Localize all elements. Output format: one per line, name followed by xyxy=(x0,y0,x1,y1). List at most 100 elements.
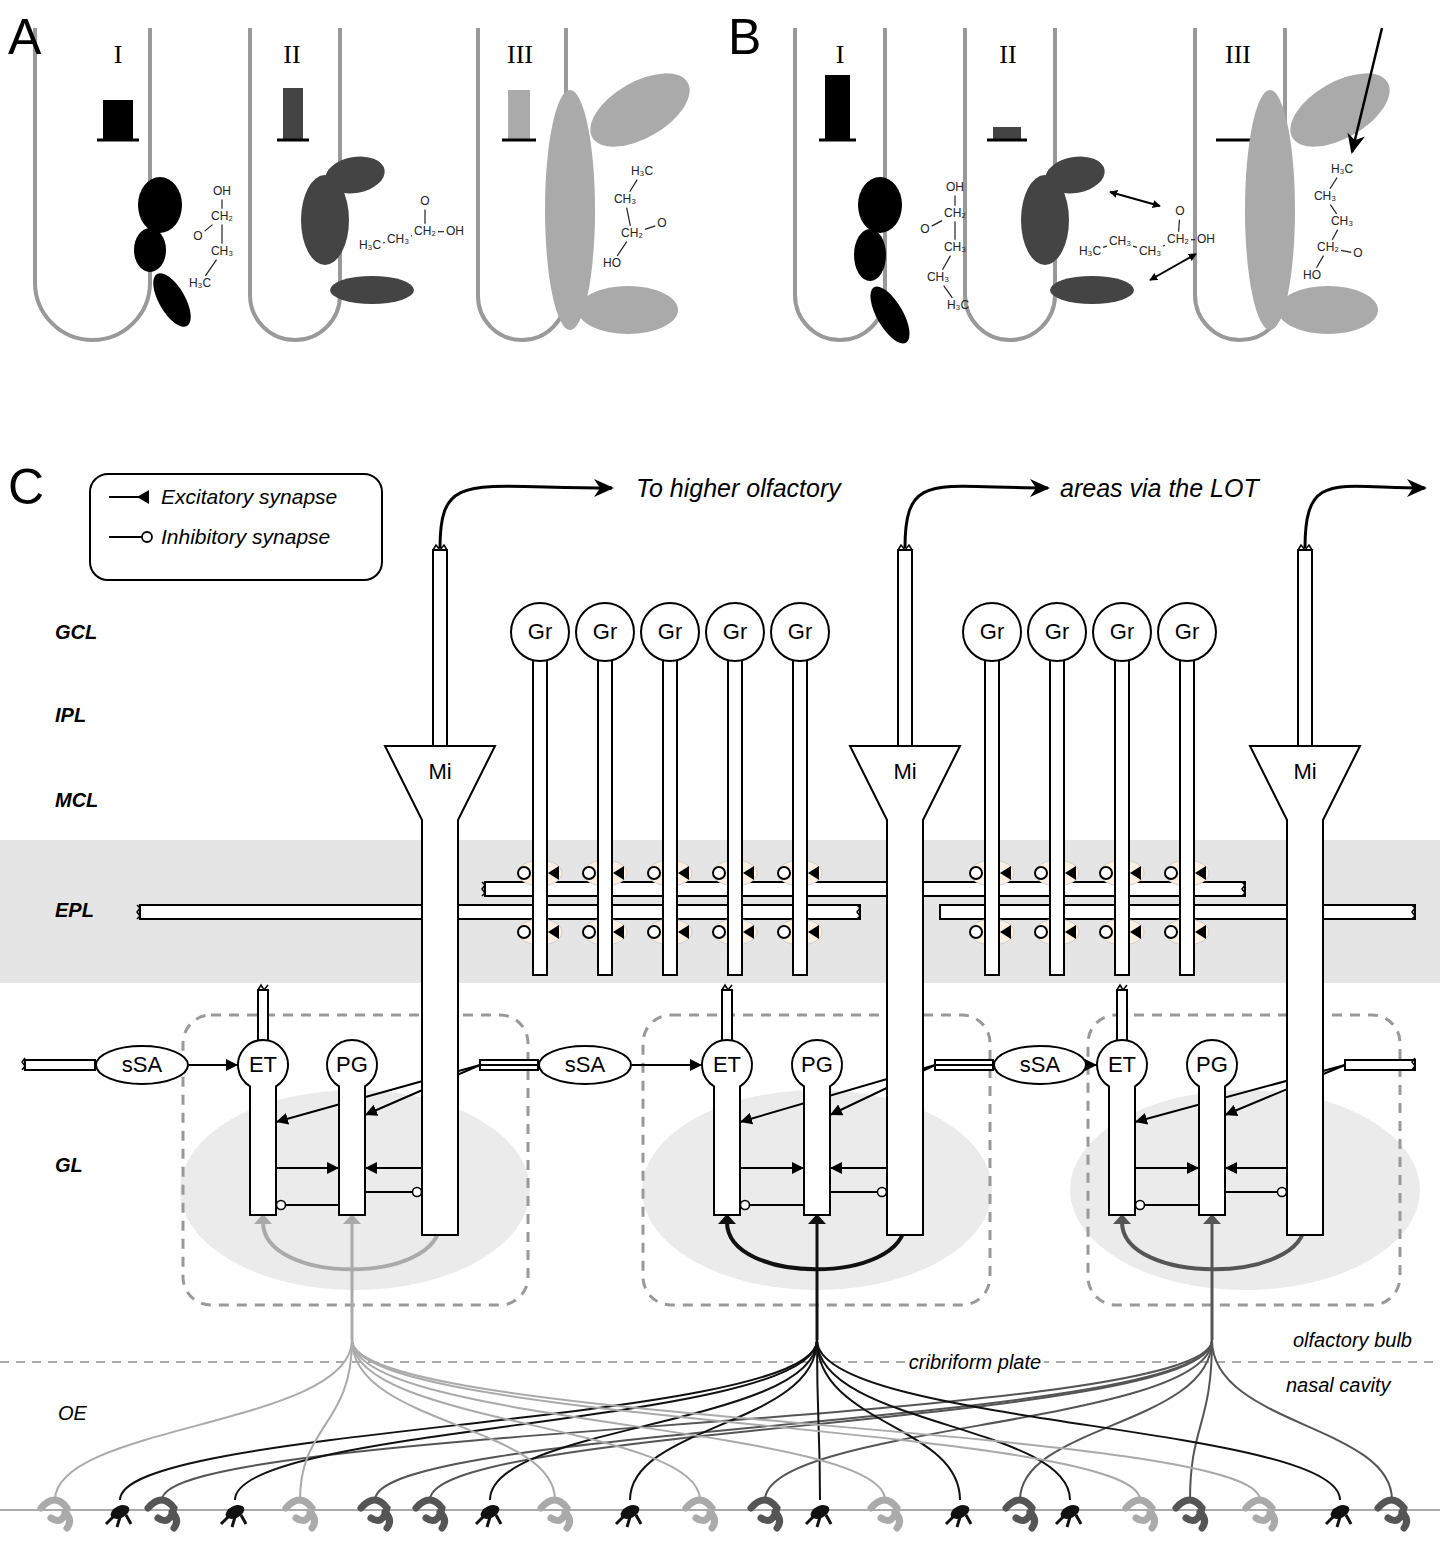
osn-axon xyxy=(352,1340,1260,1500)
cell-outline xyxy=(385,745,495,1235)
label-holder: areas via the LOT xyxy=(1060,474,1259,503)
cell-body xyxy=(327,1040,377,1215)
layer-name: EPL xyxy=(55,899,94,922)
legend-excitatory-head xyxy=(137,490,149,504)
granule-dendrite xyxy=(1050,660,1064,975)
projection-note: To higher olfactory xyxy=(636,474,841,503)
receptor-protein xyxy=(138,177,182,233)
inhibitory-connection xyxy=(830,1191,887,1193)
label-holder: CH₃ xyxy=(614,189,636,207)
chemical-bond xyxy=(1163,245,1165,247)
cell-label: sSA xyxy=(122,1045,162,1085)
chemical-group: CH₃ xyxy=(614,193,636,207)
legend-sample xyxy=(105,487,155,507)
inhibitory-synapse xyxy=(518,867,530,879)
osn-soma xyxy=(1176,1500,1205,1528)
osn-soma xyxy=(416,1500,445,1528)
projection-arrow xyxy=(440,486,612,548)
ssa-process xyxy=(25,1060,95,1070)
excitatory-connection xyxy=(830,1167,887,1169)
chemical-bond xyxy=(1103,246,1107,247)
bar-baseline xyxy=(502,139,536,142)
label-holder: GCL xyxy=(55,621,97,644)
inhibitory-synapse xyxy=(583,926,595,938)
legend-sample xyxy=(105,527,155,547)
excitatory-synapse xyxy=(678,925,689,939)
label-holder: CH₃ xyxy=(1314,186,1336,204)
osn-soma xyxy=(1006,1500,1035,1528)
label-holder: CH₂ xyxy=(1317,237,1339,255)
osn-axon xyxy=(817,1340,1340,1500)
et-axon xyxy=(1117,990,1127,1042)
label-holder: CH₂ xyxy=(211,206,233,224)
inhibitory-synapse xyxy=(1035,926,1047,938)
osn-soma xyxy=(751,1500,780,1528)
cell-label: Gr xyxy=(1045,602,1069,662)
cell-body xyxy=(1028,603,1086,661)
chemical-group: H₃C xyxy=(189,277,211,291)
granule-dendrite xyxy=(728,660,742,975)
cell-label: Gr xyxy=(593,602,617,662)
cell-outline xyxy=(850,745,960,1235)
chemical-bond xyxy=(383,242,385,244)
response-bar xyxy=(825,75,850,140)
cell-label: Mi xyxy=(893,757,916,787)
excitatory-synapse xyxy=(1195,925,1206,939)
layer-name: IPL xyxy=(55,704,86,727)
label-holder: EPL xyxy=(55,899,94,922)
label-holder: IPL xyxy=(55,704,86,727)
granule-cell: Gr xyxy=(1157,602,1217,662)
axon-break xyxy=(258,985,268,990)
label-holder: O xyxy=(657,213,666,231)
inhibitory-synapse xyxy=(713,926,725,938)
excitatory-connection xyxy=(740,1167,804,1169)
cell-body xyxy=(576,603,634,661)
inhibitory-synapse xyxy=(970,867,982,879)
inhibitory-connection xyxy=(1135,1204,1199,1206)
cell-body xyxy=(792,1040,842,1215)
label-holder: II xyxy=(999,40,1016,70)
axon-break xyxy=(433,545,447,550)
label-holder: CH₂ xyxy=(1167,229,1189,247)
cell-body xyxy=(641,603,699,661)
receptor-protein xyxy=(1042,152,1107,198)
label-holder: CH₃ xyxy=(211,241,233,259)
response-bar xyxy=(103,100,133,140)
osn-axon-bundle xyxy=(816,1222,819,1340)
osn-soma xyxy=(871,1500,900,1528)
chemical-bond xyxy=(942,256,950,270)
label-holder: CH₃ xyxy=(387,229,409,247)
osn-cilia xyxy=(946,1515,971,1527)
chemical-group: HO xyxy=(603,257,621,271)
granule-cell: Gr xyxy=(510,602,570,662)
osn-cilia xyxy=(616,1515,641,1527)
osn-cilia xyxy=(1056,1515,1081,1527)
short-axon-cell: sSA xyxy=(538,1045,632,1085)
excitatory-synapse xyxy=(743,925,754,939)
excitatory-synapse xyxy=(808,925,819,939)
cribriform-line xyxy=(0,1361,1440,1363)
excitatory-connection xyxy=(1225,1167,1287,1169)
bar-baseline xyxy=(819,139,856,142)
cell-label: Gr xyxy=(980,602,1004,662)
chemical-bond xyxy=(1317,256,1324,268)
chemical-group: OH xyxy=(446,225,464,239)
chemical-bond xyxy=(1332,230,1337,240)
cell-body xyxy=(963,603,1021,661)
legend-entry: Excitatory synapse xyxy=(105,485,337,509)
lateral-dendrite xyxy=(140,905,860,919)
region-label: olfactory bulb xyxy=(1290,1329,1415,1352)
inhibitory-synapse xyxy=(648,926,660,938)
chemical-group: OH xyxy=(213,185,231,199)
chemical-group: H₃C xyxy=(359,239,381,253)
label-holder: MCL xyxy=(55,789,98,812)
legend-line xyxy=(109,536,145,538)
excitatory-synapse xyxy=(808,866,819,880)
excitatory-synapse xyxy=(1065,866,1076,880)
receptor-protein xyxy=(863,281,918,349)
cell-body xyxy=(1187,1040,1237,1215)
excitatory-connection xyxy=(189,1064,238,1066)
et-axon xyxy=(722,990,732,1042)
chemical-bond xyxy=(932,221,942,227)
cell-body xyxy=(850,746,960,1235)
